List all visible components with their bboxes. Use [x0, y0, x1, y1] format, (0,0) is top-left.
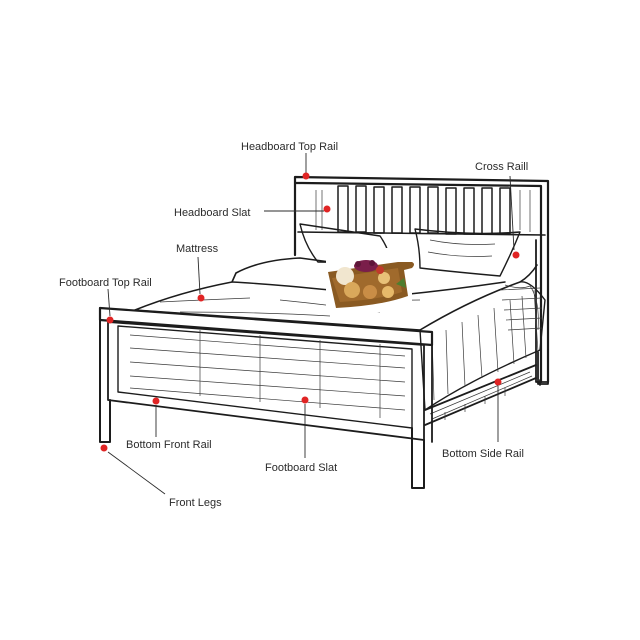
headboard: [293, 175, 550, 384]
label-front-legs: Front Legs: [169, 497, 222, 509]
label-headboard-slat: Headboard Slat: [174, 207, 250, 219]
charcuterie-board-photo: [326, 248, 414, 312]
headboard-slats: [315, 185, 531, 235]
marker-bottom-side-rail: [494, 378, 502, 386]
bed-illustration: [98, 175, 550, 489]
label-footboard-top-rail: Footboard Top Rail: [59, 277, 152, 289]
label-bottom-side-rail: Bottom Side Rail: [442, 448, 524, 460]
annotations: [100, 153, 520, 495]
label-cross-rail: Cross Raill: [475, 161, 528, 173]
label-headboard-top-rail: Headboard Top Rail: [241, 141, 338, 153]
marker-front-legs: [100, 444, 108, 452]
marker-cross-rail: [512, 251, 520, 259]
footboard: [98, 306, 549, 489]
marker-footboard-top-rail: [106, 316, 114, 324]
marker-headboard-top-rail: [302, 172, 310, 180]
pillows: [299, 223, 521, 277]
labels: Headboard Top Rail Cross Raill Headboard…: [59, 141, 528, 509]
marker-mattress: [197, 294, 205, 302]
label-footboard-slat: Footboard Slat: [265, 462, 337, 474]
label-bottom-front-rail: Bottom Front Rail: [126, 439, 212, 451]
marker-headboard-slat: [323, 205, 331, 213]
label-mattress: Mattress: [176, 243, 219, 255]
marker-footboard-slat: [301, 396, 309, 404]
marker-bottom-front-rail: [152, 397, 160, 405]
side-rail: [424, 364, 537, 426]
